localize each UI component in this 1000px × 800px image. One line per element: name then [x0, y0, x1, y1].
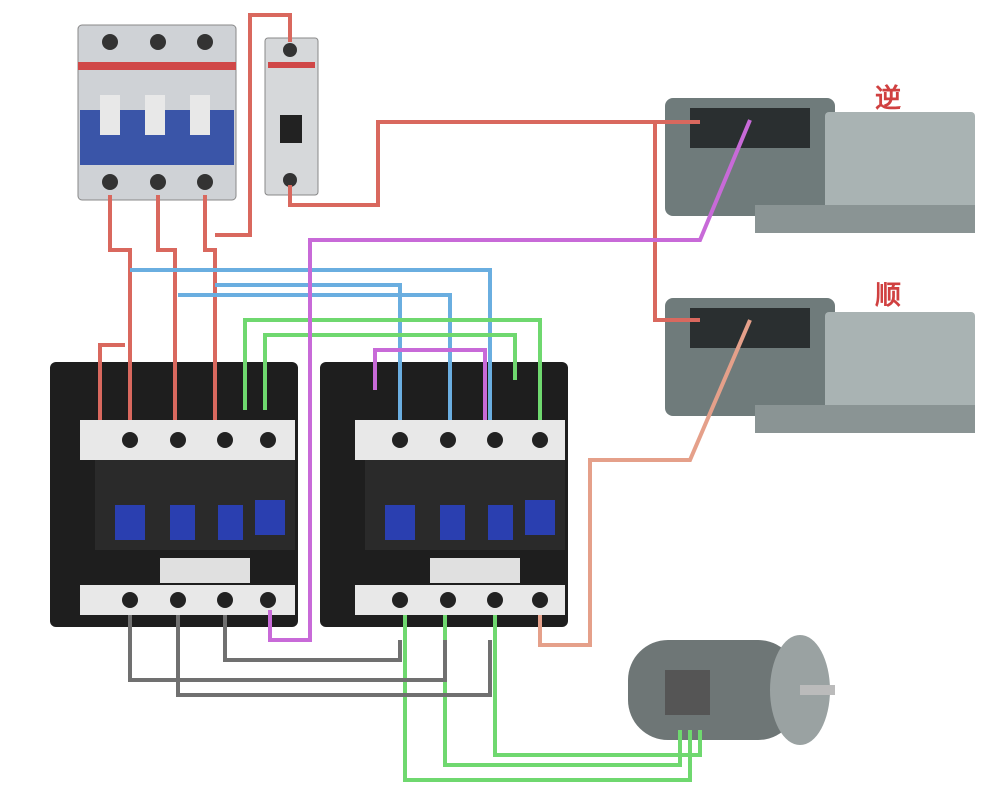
single-pole-circuit-breaker — [264, 37, 319, 196]
foot-switch-forward — [665, 298, 975, 433]
foot-switch-reverse — [665, 98, 975, 233]
reverse-pedal-label: 逆 — [875, 84, 902, 114]
contactor-left — [50, 362, 298, 627]
wires — [98, 13, 752, 782]
contactor-right — [320, 362, 568, 627]
motor — [628, 635, 835, 745]
forward-pedal-label: 顺 — [875, 281, 902, 311]
three-pole-circuit-breaker — [77, 24, 237, 201]
